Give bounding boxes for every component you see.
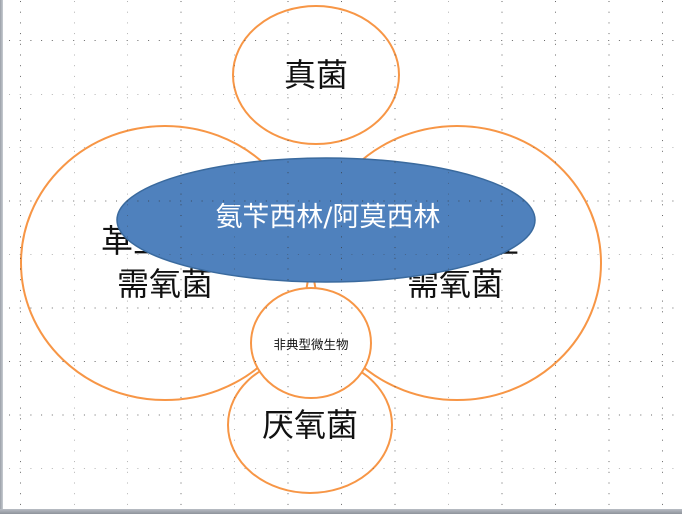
fungi-label: 真菌	[283, 56, 348, 94]
slide-canvas: 革兰阳性 需氧菌 革兰阴性 需氧菌 真菌 氨苄西林/阿莫西林 非典型微生物 厌氧…	[3, 0, 682, 509]
window-bottom-border	[0, 509, 682, 514]
center-label: 氨苄西林/阿莫西林	[215, 202, 441, 233]
atypical-label: 非典型微生物	[273, 337, 349, 352]
window-left-border	[0, 0, 3, 514]
anaerobes-label: 厌氧菌	[261, 406, 358, 444]
